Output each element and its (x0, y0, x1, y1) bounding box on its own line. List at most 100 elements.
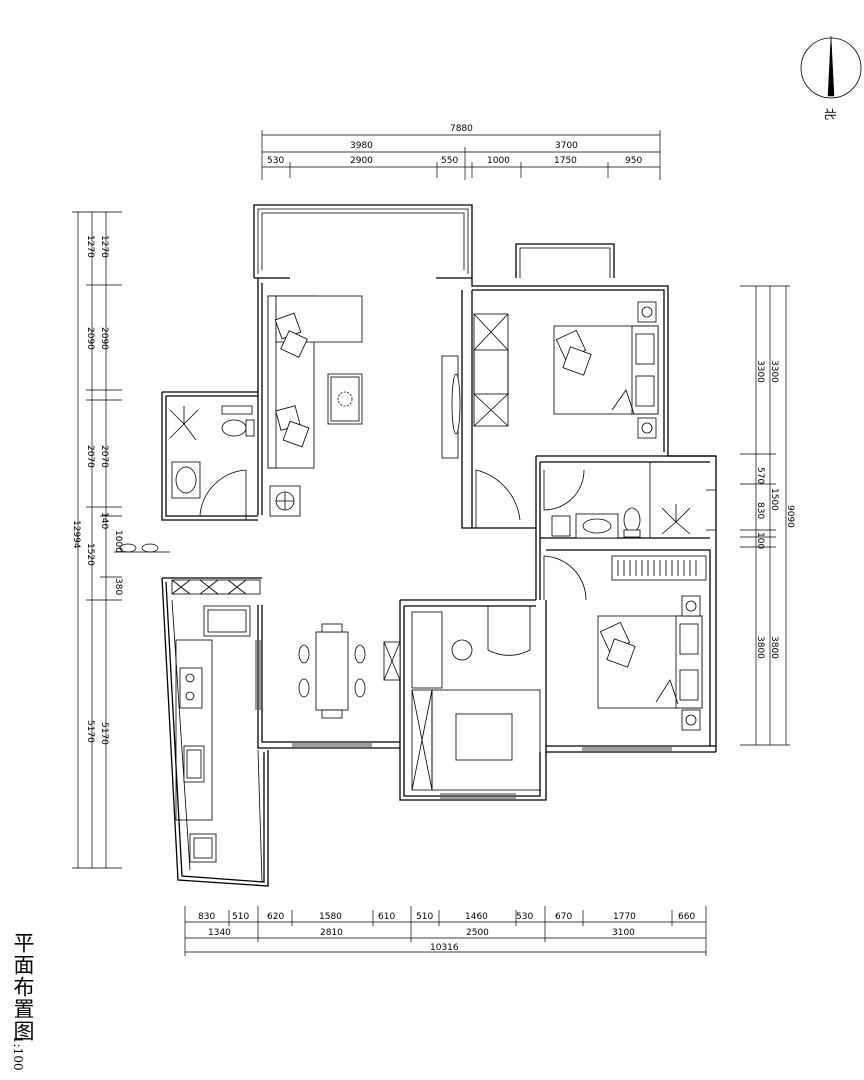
north-arrow: 北 (800, 35, 862, 120)
dining-chair (354, 678, 366, 698)
north-arrow-needle (827, 35, 835, 97)
dim-bottom-seg-5: 610 (378, 912, 395, 922)
bedroom-2 (597, 595, 703, 731)
dim-bottom-mid-4: 3100 (612, 928, 635, 938)
dim-left-inner-5: 1000 (113, 530, 123, 553)
plant-icon (337, 391, 353, 407)
dim-top-seg-1: 530 (267, 156, 284, 166)
dim-top-seg-4: 1000 (487, 156, 510, 166)
dim-left-inner-1: 1270 (99, 235, 109, 258)
nightstand (637, 417, 657, 439)
dim-left-outer-1: 1270 (85, 235, 95, 258)
vanity (575, 513, 619, 539)
dim-left-outer-2: 2090 (85, 327, 95, 350)
dim-top-right-total: 3700 (555, 141, 578, 151)
dim-right-total: 9090 (785, 505, 795, 528)
dim-bottom-mid-3: 2500 (466, 928, 489, 938)
dim-bottom-seg-2: 510 (232, 912, 249, 922)
top-dimensions: 7880 3980 3700 530 2900 550 1000 1750 95… (261, 124, 661, 180)
dim-right-outer-3: 3800 (769, 636, 779, 659)
dining-area (298, 623, 401, 719)
wardrobe (473, 313, 509, 427)
dim-right-outer-1: 3300 (769, 360, 779, 383)
dim-bottom-seg-7: 1460 (465, 912, 488, 922)
nightstand (637, 301, 657, 323)
sink-icon (582, 518, 612, 534)
dim-bottom-seg-3: 620 (267, 912, 284, 922)
dim-left-inner-7: 5170 (99, 722, 109, 745)
shower-icon (661, 504, 691, 535)
dim-right-outer-2: 1500 (769, 488, 779, 511)
dim-right-inner-2: 570 (755, 467, 765, 484)
toilet-icon (221, 419, 247, 437)
dim-bottom-mid-1: 1340 (208, 928, 231, 938)
walls (161, 204, 717, 887)
dim-top-seg-5: 1750 (554, 156, 577, 166)
bathroom-2 (551, 504, 707, 581)
drawing-scale: 1:100 (11, 1036, 25, 1071)
bottom-dimensions: 830 510 620 1580 610 510 1460 530 670 17… (184, 906, 707, 956)
dim-left-outer-5: 5170 (85, 720, 95, 743)
vanity (171, 461, 201, 499)
dim-left-inner-3: 2070 (99, 445, 109, 468)
desk (411, 611, 443, 689)
right-dimensions: 3300 1500 3800 9090 3300 570 830 100 380… (740, 285, 795, 746)
dim-bottom-seg-6: 510 (416, 912, 433, 922)
study (411, 611, 541, 791)
dim-top-seg-6: 950 (625, 156, 642, 166)
dim-top-seg-3: 550 (441, 156, 458, 166)
tatami-table (455, 713, 513, 761)
dim-bottom-seg-11: 660 (678, 912, 695, 922)
dim-right-inner-5: 3800 (755, 636, 765, 659)
drawing-title: 平面布置图 (11, 932, 35, 1042)
dim-left-outer-3: 2070 (85, 445, 95, 468)
dim-bottom-total: 10316 (430, 943, 459, 953)
dim-bottom-seg-1: 830 (198, 912, 215, 922)
left-dimensions: 12994 1270 2090 2070 1520 5170 1270 2090… (71, 211, 123, 869)
dining-table (315, 631, 349, 711)
doors (199, 469, 587, 656)
dim-right-inner-3: 830 (755, 502, 765, 519)
dining-chair (298, 678, 310, 698)
bathroom-1 (169, 405, 255, 499)
title-block: 平面布置图 1:100 (4, 932, 35, 1080)
nightstand (681, 709, 701, 731)
nightstand (681, 595, 701, 617)
dining-chair (298, 644, 310, 664)
toilet-icon (623, 507, 641, 533)
dim-bottom-seg-9: 670 (555, 912, 572, 922)
sink-icon (175, 466, 197, 494)
fridge (203, 605, 251, 637)
dining-chair (354, 644, 366, 664)
dim-left-inner-4: 140 (99, 512, 109, 529)
tv-icon (451, 373, 461, 435)
kitchen (171, 579, 261, 863)
shower-icon (169, 406, 199, 441)
dim-left-total: 12994 (71, 520, 81, 549)
dim-right-inner-1: 3300 (755, 360, 765, 383)
sofa-cushion-4 (282, 420, 310, 448)
dim-top-left-total: 3980 (350, 141, 373, 151)
entrance (114, 543, 170, 553)
dim-bottom-seg-8: 530 (516, 912, 533, 922)
upper-cabinet (171, 579, 261, 595)
dim-left-inner-2: 2090 (99, 327, 109, 350)
dim-top-seg-2: 2900 (350, 156, 373, 166)
dim-bottom-seg-4: 1580 (319, 912, 342, 922)
coffee-table (327, 373, 363, 425)
windows (255, 489, 717, 799)
closet-rail (611, 555, 707, 581)
counter (175, 639, 213, 821)
dim-bottom-mid-2: 2810 (320, 928, 343, 938)
stove-icon (179, 667, 203, 709)
living-room (267, 295, 461, 517)
dim-bottom-seg-10: 1770 (613, 912, 636, 922)
sofa-back (267, 295, 277, 469)
desk-chair (451, 639, 473, 661)
dim-right-inner-4: 100 (755, 532, 765, 549)
dim-top-total: 7880 (450, 124, 473, 134)
kitchen-sink-icon (183, 745, 205, 783)
north-label: 北 (823, 108, 837, 120)
bedroom-1 (473, 301, 659, 439)
